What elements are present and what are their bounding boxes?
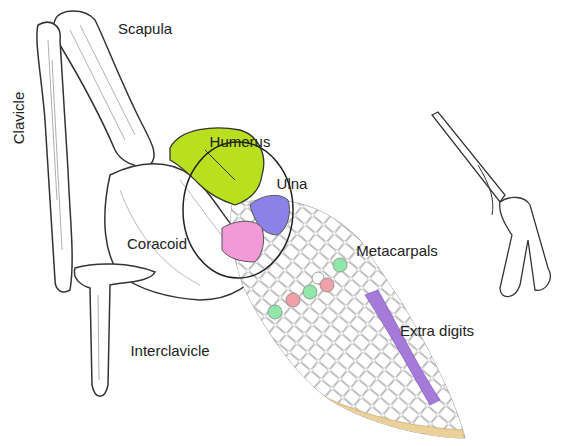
part-label: Humerus xyxy=(210,134,271,149)
part-label: Ulna xyxy=(277,176,308,191)
part-label: Interclavicle xyxy=(130,343,209,358)
part-label: Metacarpals xyxy=(356,243,438,258)
part-label: Scapula xyxy=(118,21,172,36)
part-label: Clavicle xyxy=(11,92,26,145)
part-label: Coracoid xyxy=(127,236,187,251)
part-label: Extra digits xyxy=(400,323,474,338)
